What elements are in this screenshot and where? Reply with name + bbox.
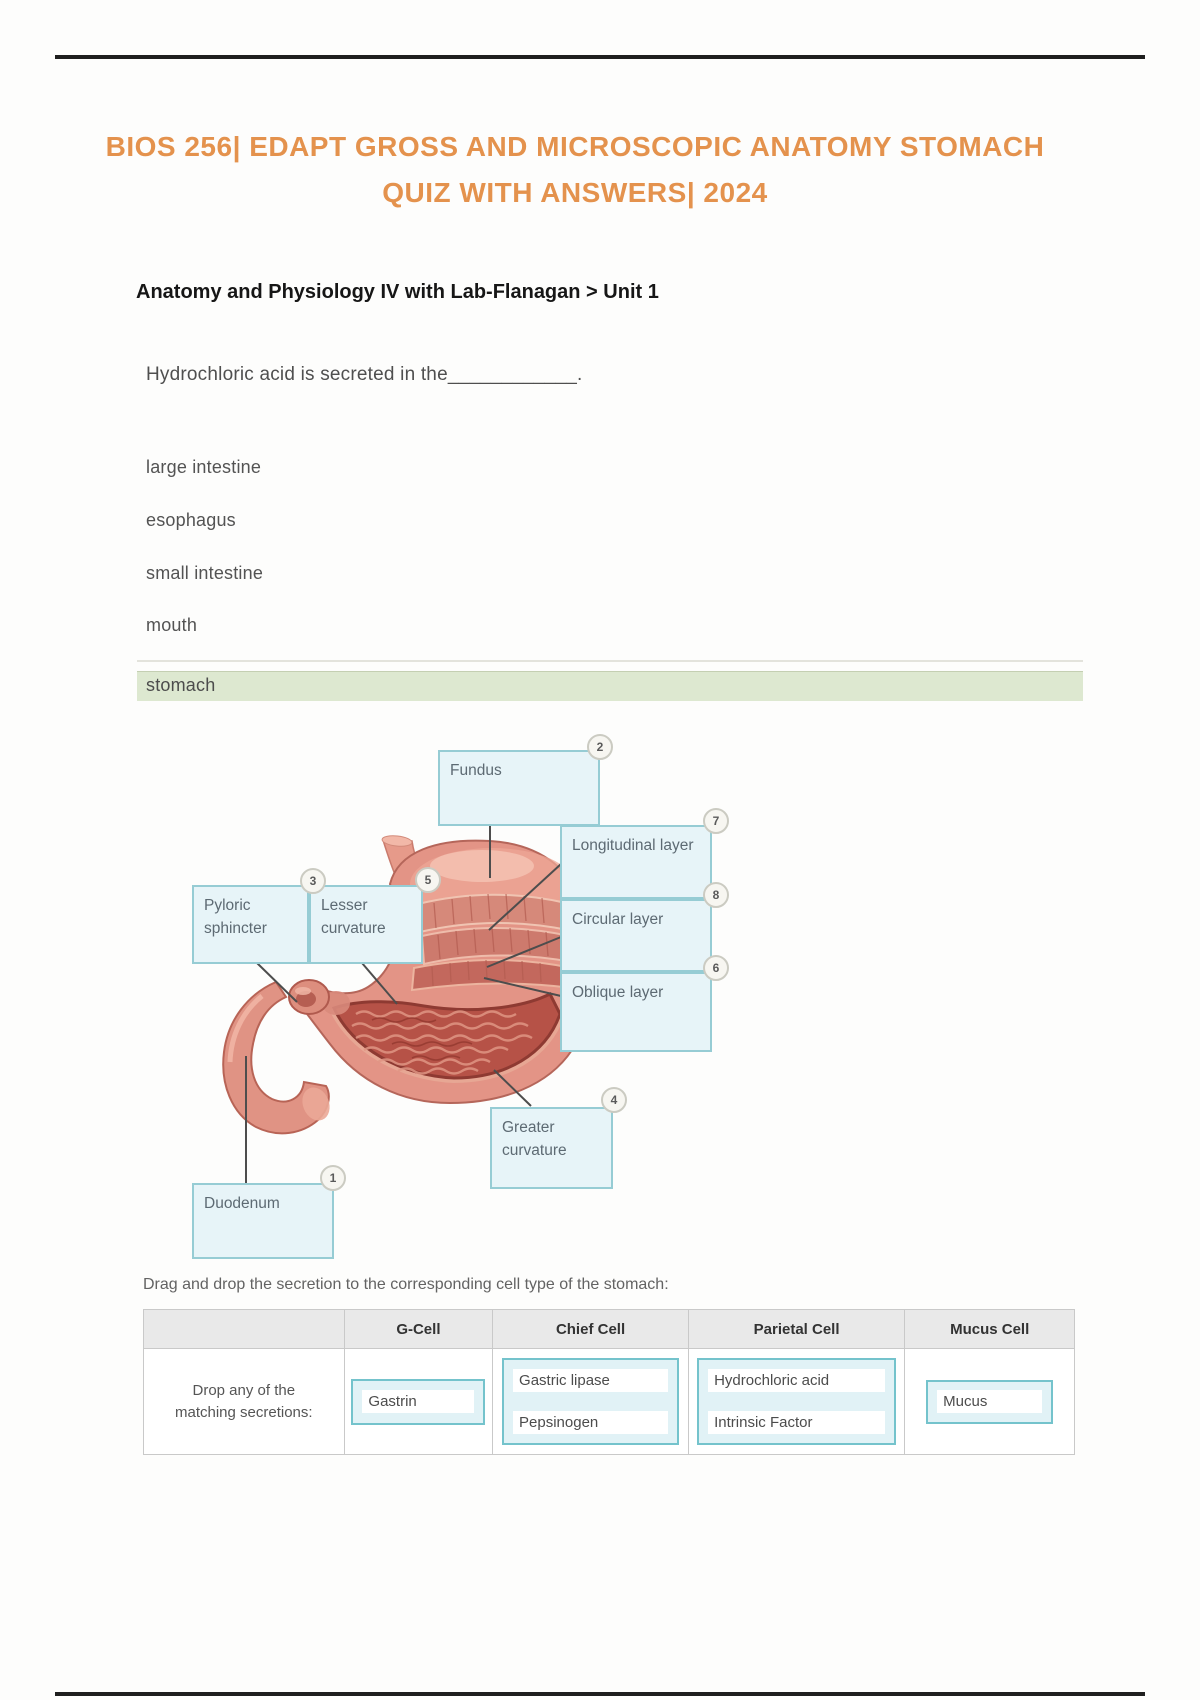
table-header-row: G-Cell Chief Cell Parietal Cell Mucus Ce… [144,1310,1074,1349]
number-badge-3: 3 [300,868,326,894]
g-cell-dropzone[interactable]: Gastrin [351,1378,486,1425]
answer-option-large-intestine[interactable]: large intestine [146,457,262,477]
number-badge-8: 8 [703,882,729,908]
document-title-line2: QUIZ WITH ANSWERS| 2024 [382,177,768,208]
answer-option-small-intestine[interactable]: small intestine [146,563,264,583]
parietal-cell-drop-cell: Hydrochloric acid Intrinsic Factor [688,1349,906,1454]
diagram-label-oblique-text: Oblique layer [572,984,664,1001]
column-header-g-cell: G-Cell [344,1310,494,1349]
answer-option-stomach-selected[interactable]: stomach [137,671,1083,701]
answer-option-stomach-label: stomach [146,675,216,695]
column-header-parietal-cell: Parietal Cell [688,1310,906,1349]
row-label-text: Drop any of the matching secretions: [174,1381,313,1421]
number-badge-6: 6 [703,955,729,981]
breadcrumb: Anatomy and Physiology IV with Lab-Flana… [136,281,659,303]
number-badge-7: 7 [703,808,729,834]
column-header-mucus-cell: Mucus Cell [905,1310,1074,1349]
secretion-chip-gastric-lipase[interactable]: Gastric lipase [513,1369,669,1393]
options-divider [137,660,1083,662]
bottom-page-rule [55,1692,1145,1696]
number-badge-4: 4 [601,1087,627,1113]
row-label-cell: Drop any of the matching secretions: [144,1349,345,1454]
secretion-chip-pepsinogen[interactable]: Pepsinogen [513,1410,669,1434]
table-body-row: Drop any of the matching secretions: Gas… [144,1349,1074,1454]
g-cell-drop-cell: Gastrin [344,1349,494,1454]
secretion-chip-intrinsic-factor[interactable]: Intrinsic Factor [708,1410,886,1434]
diagram-label-longitudinal-layer[interactable]: Longitudinal layer [560,825,712,899]
secretion-chip-mucus[interactable]: Mucus [937,1390,1043,1413]
secretion-chip-hydrochloric-acid[interactable]: Hydrochloric acid [708,1369,886,1393]
chief-cell-drop-cell: Gastric lipase Pepsinogen [493,1349,689,1454]
diagram-label-lesser-text: Lesser curvature [321,897,386,938]
diagram-label-lesser-curvature[interactable]: Lesser curvature [309,885,423,964]
top-page-rule [55,55,1145,59]
answer-option-mouth[interactable]: mouth [146,615,198,635]
number-badge-5: 5 [415,867,441,893]
diagram-label-fundus[interactable]: Fundus [438,750,600,826]
diagram-label-duodenum[interactable]: Duodenum [192,1183,334,1259]
table-corner-cell [144,1310,345,1349]
drag-drop-instruction: Drag and drop the secretion to the corre… [143,1276,669,1293]
column-header-chief-cell: Chief Cell [493,1310,689,1349]
secretion-chip-gastrin[interactable]: Gastrin [362,1390,475,1413]
document-title-line1: BIOS 256| EDAPT GROSS AND MICROSCOPIC AN… [105,131,1045,162]
secretion-cell-table: G-Cell Chief Cell Parietal Cell Mucus Ce… [143,1309,1075,1455]
question-text: Hydrochloric acid is secreted in the____… [146,364,583,385]
diagram-label-pyloric-text: Pyloric sphincter [204,897,267,938]
mucus-cell-dropzone[interactable]: Mucus [926,1379,1054,1424]
parietal-cell-dropzone[interactable]: Hydrochloric acid Intrinsic Factor [697,1358,897,1445]
mucus-cell-drop-cell: Mucus [905,1349,1074,1454]
diagram-label-oblique-layer[interactable]: Oblique layer [560,972,712,1052]
diagram-label-fundus-text: Fundus [450,762,502,779]
diagram-label-duodenum-text: Duodenum [204,1195,280,1212]
diagram-label-circular-text: Circular layer [572,911,664,928]
number-badge-1: 1 [320,1165,346,1191]
diagram-label-greater-text: Greater curvature [502,1119,567,1160]
diagram-label-pyloric-sphincter[interactable]: Pyloric sphincter [192,885,309,964]
number-badge-2: 2 [587,734,613,760]
diagram-label-greater-curvature[interactable]: Greater curvature [490,1107,613,1189]
diagram-label-longitudinal-text: Longitudinal layer [572,837,694,854]
document-title: BIOS 256| EDAPT GROSS AND MICROSCOPIC AN… [75,124,1075,216]
diagram-label-circular-layer[interactable]: Circular layer [560,899,712,972]
chief-cell-dropzone[interactable]: Gastric lipase Pepsinogen [502,1358,680,1445]
answer-option-esophagus[interactable]: esophagus [146,510,236,530]
label-leader-lines [245,826,562,1183]
